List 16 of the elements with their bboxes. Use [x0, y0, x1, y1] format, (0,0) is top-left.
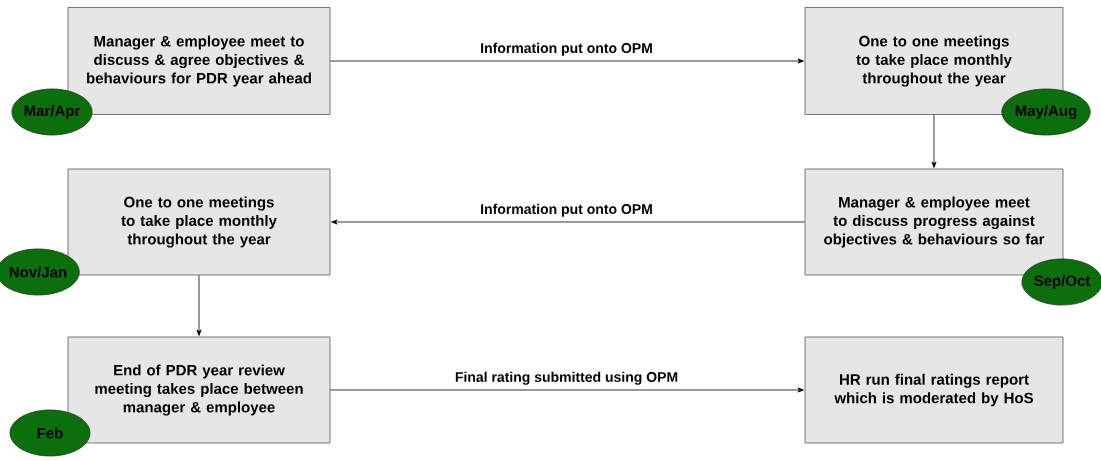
arrow [196, 275, 202, 336]
process-box: HR run final ratings report which is moderated by HoS [804, 336, 1064, 444]
arrow [330, 58, 804, 64]
process-box: End of PDR year review meeting takes place between manager & employee [67, 336, 331, 444]
date-oval: Feb [9, 409, 91, 457]
edge-label: Final rating submitted using OPM [452, 369, 681, 387]
process-box: One to one meetings to take place monthly throughout the year [67, 168, 331, 276]
edge-label: Information put onto OPM [478, 201, 655, 219]
arrow [330, 387, 804, 393]
edge-label: Information put onto OPM [478, 40, 655, 58]
process-box: Manager & employee meet to discuss progress against objectives & behaviours so far [804, 168, 1064, 276]
date-oval: Mar/Apr [11, 88, 93, 136]
arrow [931, 114, 937, 168]
arrow [331, 219, 805, 225]
date-oval: May/Aug [1001, 88, 1091, 136]
date-oval: Sep/Oct [1021, 258, 1101, 306]
